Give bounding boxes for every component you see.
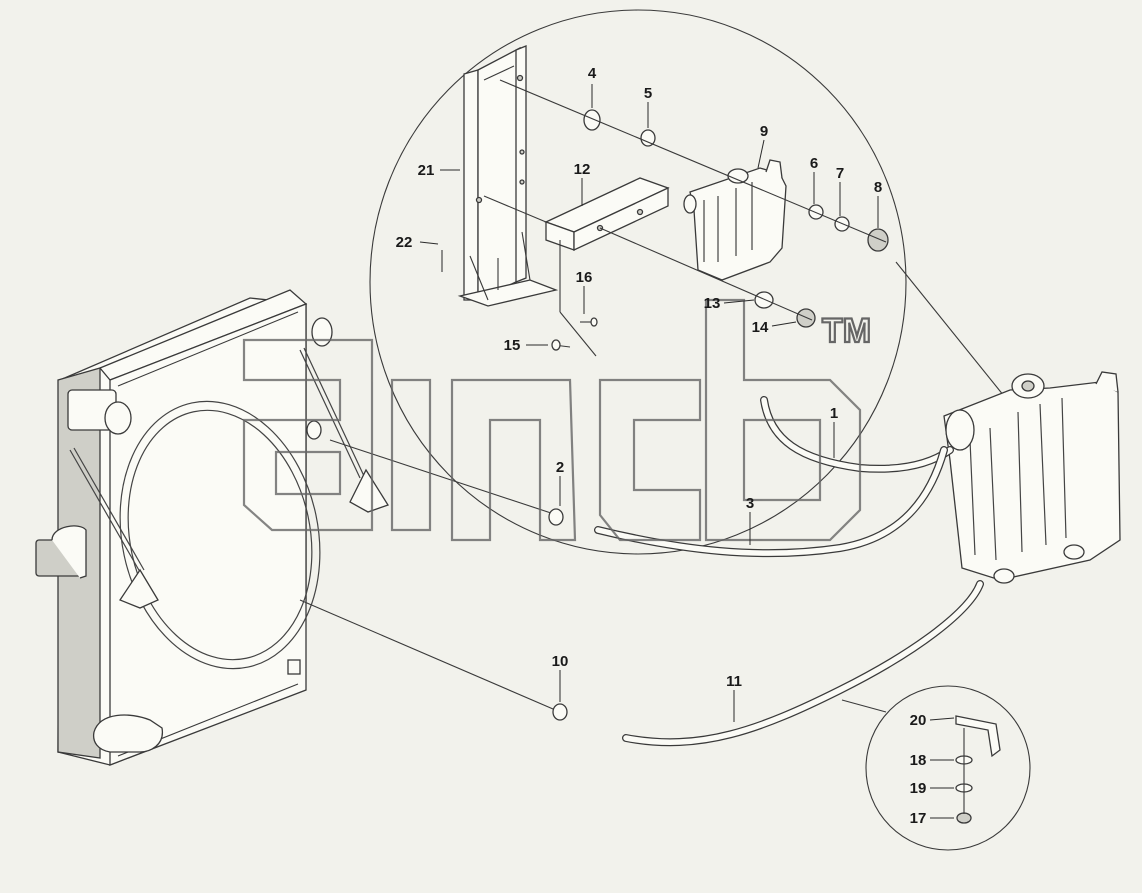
callout-14: 14 (752, 319, 769, 336)
callout-leaders (419, 84, 955, 819)
assembly-axes (299, 79, 887, 713)
radiator (35, 289, 389, 766)
callout-18: 18 (910, 752, 927, 769)
callout-13: 13 (704, 295, 721, 312)
stand-bracket (457, 45, 559, 307)
callout-11: 11 (726, 673, 742, 690)
callout-22: 22 (396, 234, 413, 251)
watermark-logo (242, 298, 862, 542)
detail-connector-lower (841, 699, 887, 713)
callout-2: 2 (556, 459, 564, 476)
callout-16: 16 (576, 269, 593, 286)
callout-17: 17 (910, 810, 927, 827)
callout-4: 4 (588, 65, 597, 82)
callout-6: 6 (810, 155, 818, 172)
trademark-text: TM (822, 312, 871, 350)
hose-clamps (548, 508, 568, 721)
callout-20: 20 (910, 712, 927, 729)
hardware-upper (441, 109, 889, 351)
expansion-tank (943, 371, 1121, 584)
expansion-tank-detail (683, 159, 787, 281)
mount-plate (544, 177, 670, 252)
callout-9: 9 (760, 123, 768, 140)
callout-8: 8 (874, 179, 882, 196)
callout-5: 5 (644, 85, 652, 102)
callout-19: 19 (910, 780, 927, 797)
callout-10: 10 (552, 653, 569, 670)
callout-21: 21 (418, 162, 435, 179)
clamp-kit (955, 715, 1001, 824)
callout-7: 7 (836, 165, 844, 182)
callout-1: 1 (830, 405, 838, 422)
callout-labels: 1 2 3 4 5 6 7 8 9 10 11 12 13 14 15 16 1… (396, 65, 927, 827)
callout-3: 3 (746, 495, 754, 512)
hoses (594, 396, 984, 747)
detail-ellipse-bracket (369, 9, 907, 555)
detail-circle-clamp (865, 685, 1031, 851)
callout-12: 12 (574, 161, 591, 178)
callout-15: 15 (504, 337, 521, 354)
detail-connector-upper (895, 261, 1005, 397)
